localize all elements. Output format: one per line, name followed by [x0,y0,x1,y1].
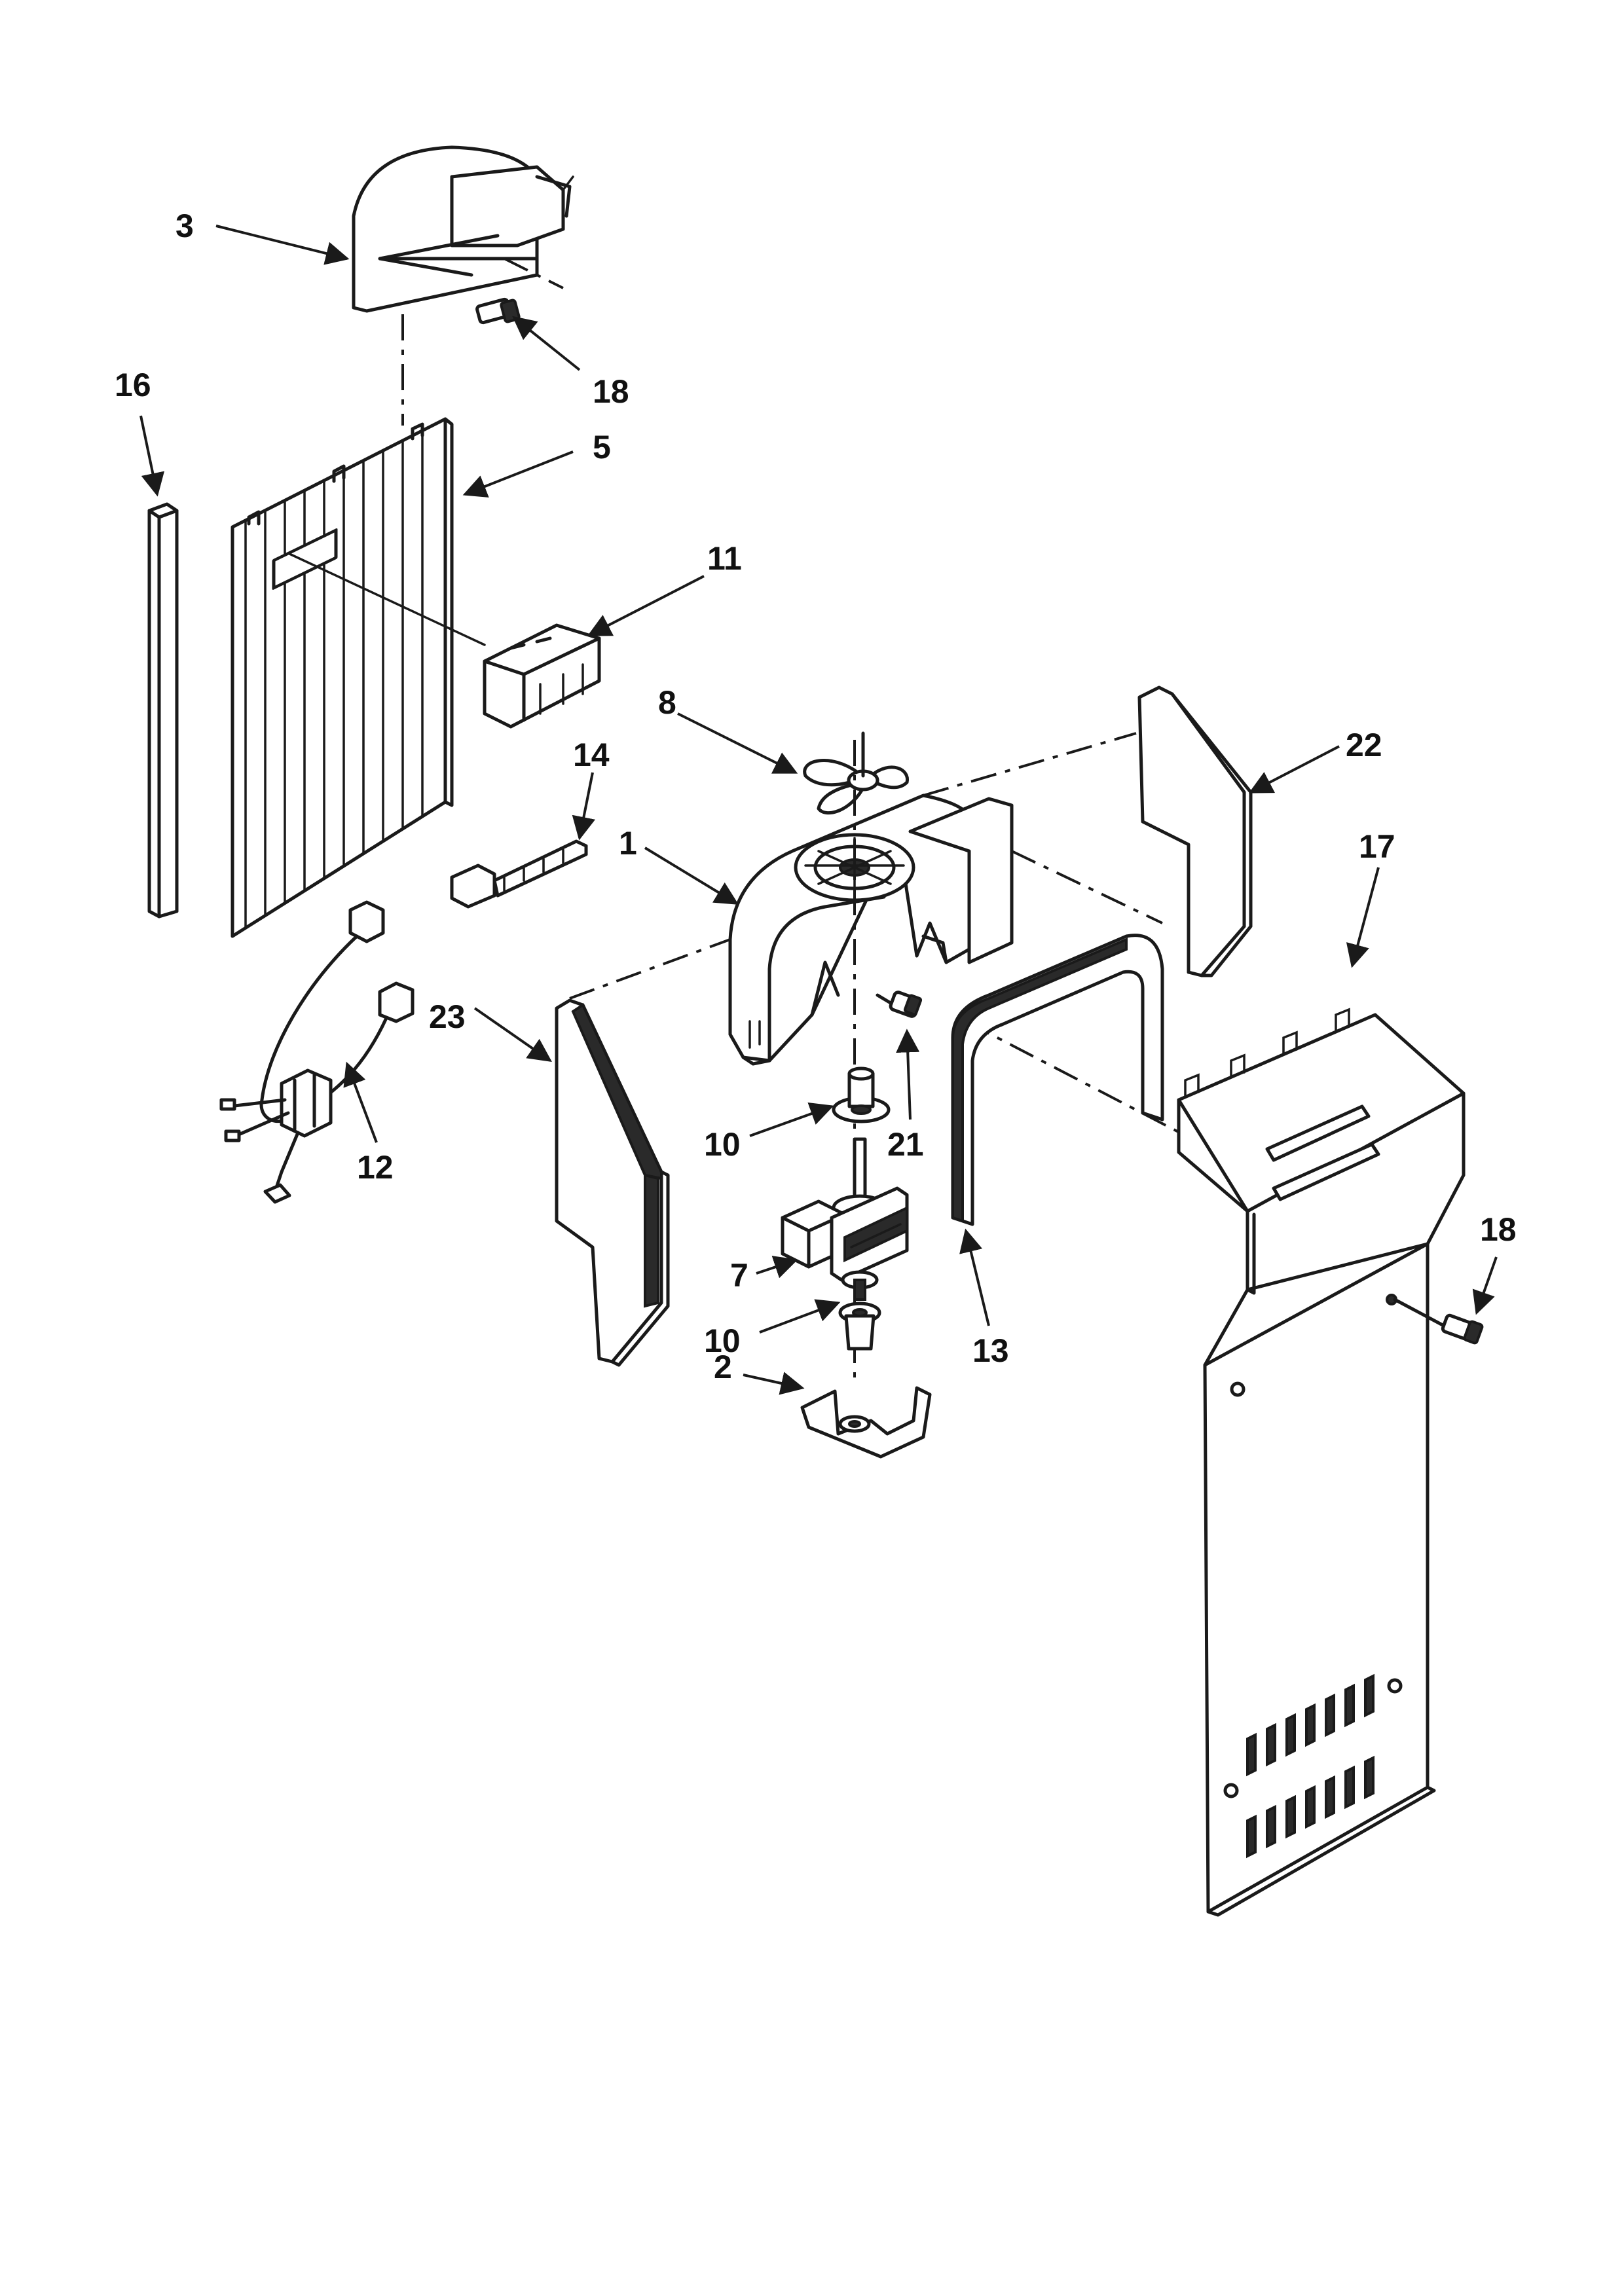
part-3-housing [352,145,574,313]
callout-17: 17 [1359,828,1395,865]
part-12-wire-harness [219,900,415,1204]
alignment-line-3-18 [504,257,564,289]
callout-8: 8 [658,684,676,721]
callout-13: 13 [972,1332,1009,1369]
part-7-fan-motor [781,1137,909,1301]
part-14-sensor [450,839,588,909]
part-21-screw [876,991,923,1018]
callout-3: 3 [175,208,194,244]
callout-1: 1 [619,825,637,862]
part-18-screw-top [475,297,521,325]
callout-21: 21 [887,1126,924,1163]
part-18-screw-right [1393,1298,1484,1345]
alignment-line-1-22 [923,732,1137,797]
part-10-grommet-lower [838,1302,881,1351]
part-13-u-channel [951,934,1164,1226]
alignment-line-23-1 [569,938,731,1000]
callout-7: 7 [730,1257,748,1294]
callout-18-right: 18 [1480,1211,1517,1248]
part-16-foam-strip [147,502,179,919]
callout-22: 22 [1346,727,1382,763]
callout-5: 5 [593,429,611,465]
callout-labels: 3 18 16 5 11 8 14 1 22 17 23 12 21 10 7 … [115,208,1517,1385]
part-17-rear-panel [1177,1008,1466,1917]
callout-23: 23 [429,998,466,1035]
part-5-evaporator-grille [231,417,486,938]
callout-11: 11 [707,540,742,577]
callout-12: 12 [357,1149,394,1186]
alignment-line-13-17 [965,1020,1206,1147]
part-23-side-panel [555,998,670,1367]
part-2-motor-bracket [800,1386,932,1459]
callout-10-lower: 10 [704,1322,741,1359]
part-11-terminal-block [483,623,601,729]
callout-14: 14 [573,737,610,773]
part-22-side-panel [1137,685,1253,977]
callout-2: 2 [714,1349,732,1385]
callout-18-top: 18 [593,373,629,410]
part-8-fan-blade [803,731,909,815]
alignment-line-1-22b [1011,850,1163,924]
part-1-fan-housing [728,793,1014,1066]
callout-16: 16 [115,367,151,403]
leader-lines [139,225,1498,1395]
part-10-grommet-upper [832,1066,891,1123]
callout-10-upper: 10 [704,1126,741,1163]
